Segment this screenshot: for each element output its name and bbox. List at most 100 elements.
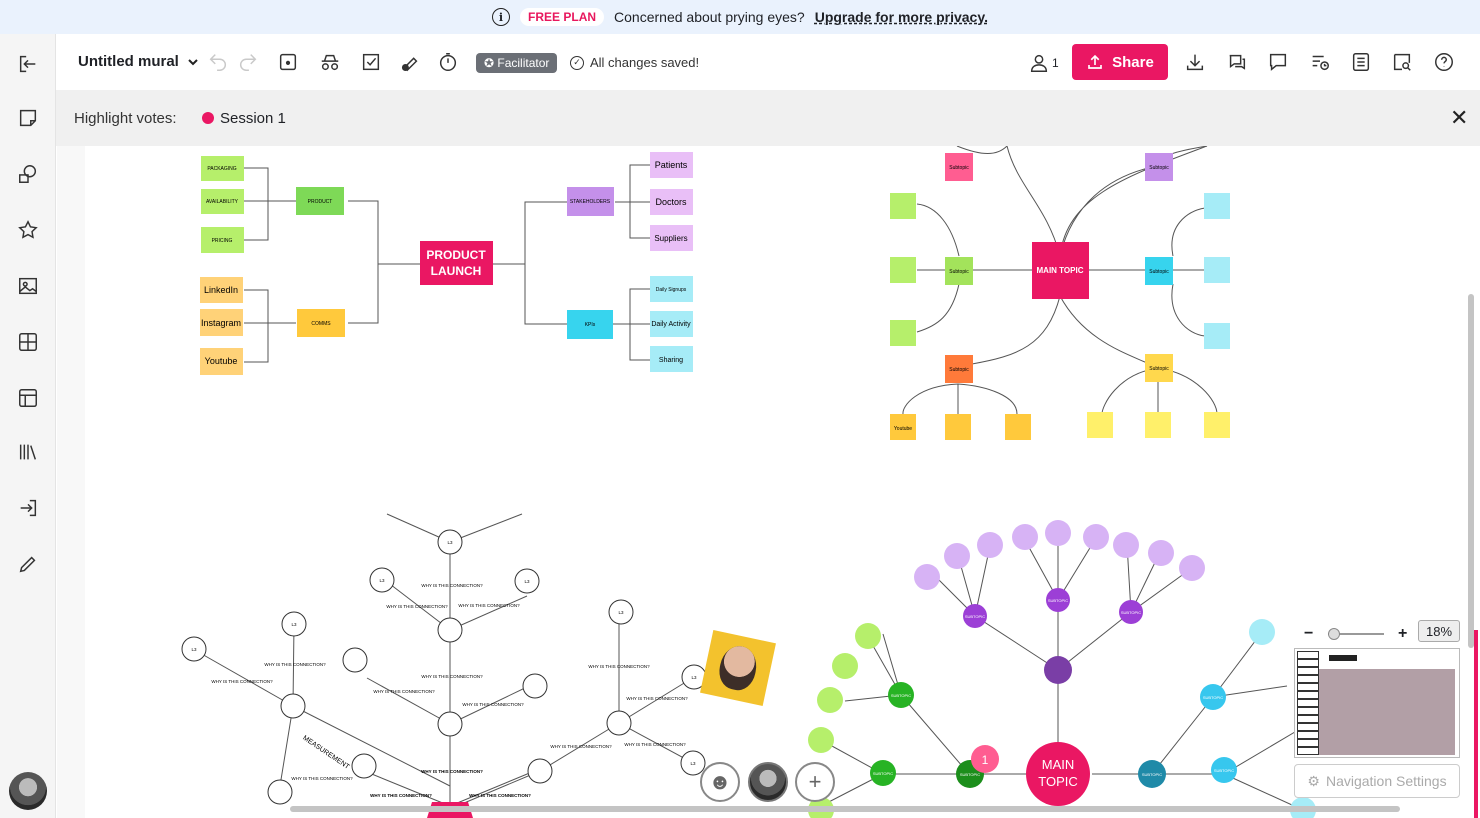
purple-topic[interactable] [1044,656,1072,684]
purple-leaf-9[interactable] [1179,555,1205,581]
profile-photo-sticker[interactable] [700,630,776,706]
cyan-sub-1[interactable] [1200,684,1226,710]
l3-node-11[interactable] [351,753,377,779]
table-icon[interactable] [14,384,42,412]
close-icon[interactable]: ✕ [1450,105,1469,130]
voting-icon[interactable] [359,50,383,74]
l3-node-5[interactable] [342,647,368,673]
youtube-note[interactable] [200,348,243,375]
chat-icon[interactable] [1225,50,1249,74]
purple-leaf-4[interactable] [1012,524,1038,550]
green-leaf-1[interactable] [855,623,881,649]
zoom-in-icon[interactable]: + [1398,625,1408,642]
subtopic-orange[interactable] [945,355,973,383]
download-icon[interactable] [1183,50,1207,74]
leaf-cyan-2[interactable] [1204,257,1230,283]
star-icon[interactable] [14,216,42,244]
leaf-cyan-1[interactable] [1204,193,1230,219]
purple-sub-1[interactable] [963,604,987,628]
zoom-slider[interactable] [1328,633,1384,635]
leaf-yellow-3[interactable] [1204,412,1230,438]
purple-leaf-5[interactable] [1045,520,1071,546]
cyan-leaf-1[interactable] [1249,619,1275,645]
l3-node-10[interactable] [280,693,306,719]
help-icon[interactable] [1432,50,1456,74]
leaf-orange-3[interactable] [1005,414,1031,440]
purple-leaf-1[interactable] [914,564,940,590]
leaf-orange-2[interactable] [945,414,971,440]
green-leaf-2[interactable] [832,653,858,679]
l3-node-1[interactable] [437,529,463,555]
horizontal-scrollbar[interactable] [290,806,1400,812]
exit-icon[interactable] [14,50,42,78]
search-icon[interactable] [1390,50,1414,74]
l3-node-8[interactable] [181,636,207,662]
image-icon[interactable] [14,272,42,300]
subtopic-yellow[interactable] [1145,354,1173,382]
minimap[interactable] [1294,648,1460,758]
product-launch-note[interactable] [420,241,493,285]
stakeholders-note[interactable] [567,187,614,216]
mural-title[interactable]: Untitled mural [78,53,199,70]
packaging-note[interactable] [201,156,244,181]
l3-node-7[interactable] [437,711,463,737]
pricing-note[interactable] [201,227,244,253]
subtopic-pink[interactable] [945,153,973,181]
kpis-note[interactable] [567,310,613,339]
cyan-sub-2[interactable] [1211,757,1237,783]
facilitator-button[interactable]: ✪ Facilitator [476,53,558,73]
zoom-level[interactable]: 18% [1418,620,1460,642]
mural-canvas[interactable]: PACKAGING AVAILABILITY PRICING PRODUCT L… [57,146,1480,818]
l3-node-14[interactable] [608,599,634,625]
linkedin-note[interactable] [200,277,243,303]
suppliers-note[interactable] [650,225,693,251]
availability-note[interactable] [201,189,244,214]
purple-leaf-2[interactable] [944,543,970,569]
l3-node-15[interactable] [606,710,632,736]
timer-icon[interactable] [436,50,460,74]
leaf-yellow-1[interactable] [1087,412,1113,438]
user-avatar[interactable] [9,772,47,810]
l3-node-3[interactable] [514,568,540,594]
navigation-settings-button[interactable]: ⚙Navigation Settings [1294,764,1460,798]
library-icon[interactable] [14,438,42,466]
private-mode-icon[interactable] [318,50,342,74]
sticky-note-icon[interactable] [14,104,42,132]
zoom-slider-handle[interactable] [1328,628,1340,640]
add-button[interactable]: + [795,762,835,802]
daily-signups-note[interactable] [650,276,693,302]
comms-note[interactable] [297,309,345,337]
green-sub-1[interactable] [888,682,914,708]
cyan-topic[interactable] [1138,760,1166,788]
shapes-icon[interactable] [14,160,42,188]
import-icon[interactable] [14,494,42,522]
subtopic-purple[interactable] [1145,153,1173,181]
share-button[interactable]: Share [1072,44,1168,80]
leaf-green-3[interactable] [890,320,916,346]
daily-activity-note[interactable] [650,311,693,337]
leaf-cyan-3[interactable] [1204,323,1230,349]
l3-node-6[interactable] [522,673,548,699]
outline-icon[interactable] [1349,50,1373,74]
green-leaf-3[interactable] [817,687,843,713]
doctors-note[interactable] [650,189,693,215]
session-selector[interactable]: Session 1 [202,110,286,127]
main-topic-circle[interactable] [1026,742,1090,806]
pen-icon[interactable] [14,550,42,578]
leaf-green-2[interactable] [890,257,916,283]
purple-leaf-6[interactable] [1083,524,1109,550]
frame-icon[interactable] [276,50,300,74]
l3-node-12[interactable] [267,779,293,805]
upgrade-link[interactable]: Upgrade for more privacy. [814,9,988,25]
purple-leaf-7[interactable] [1113,532,1139,558]
sharing-note[interactable] [650,346,693,372]
l3-node-2[interactable] [369,567,395,593]
minimap-viewport[interactable] [1319,669,1455,755]
patients-note[interactable] [650,152,693,178]
board-area[interactable] [85,146,1480,818]
purple-leaf-3[interactable] [977,532,1003,558]
l3-node-17[interactable] [680,750,706,776]
purple-sub-2[interactable] [1046,588,1070,612]
undo-icon[interactable] [206,50,230,74]
grid-icon[interactable] [14,328,42,356]
